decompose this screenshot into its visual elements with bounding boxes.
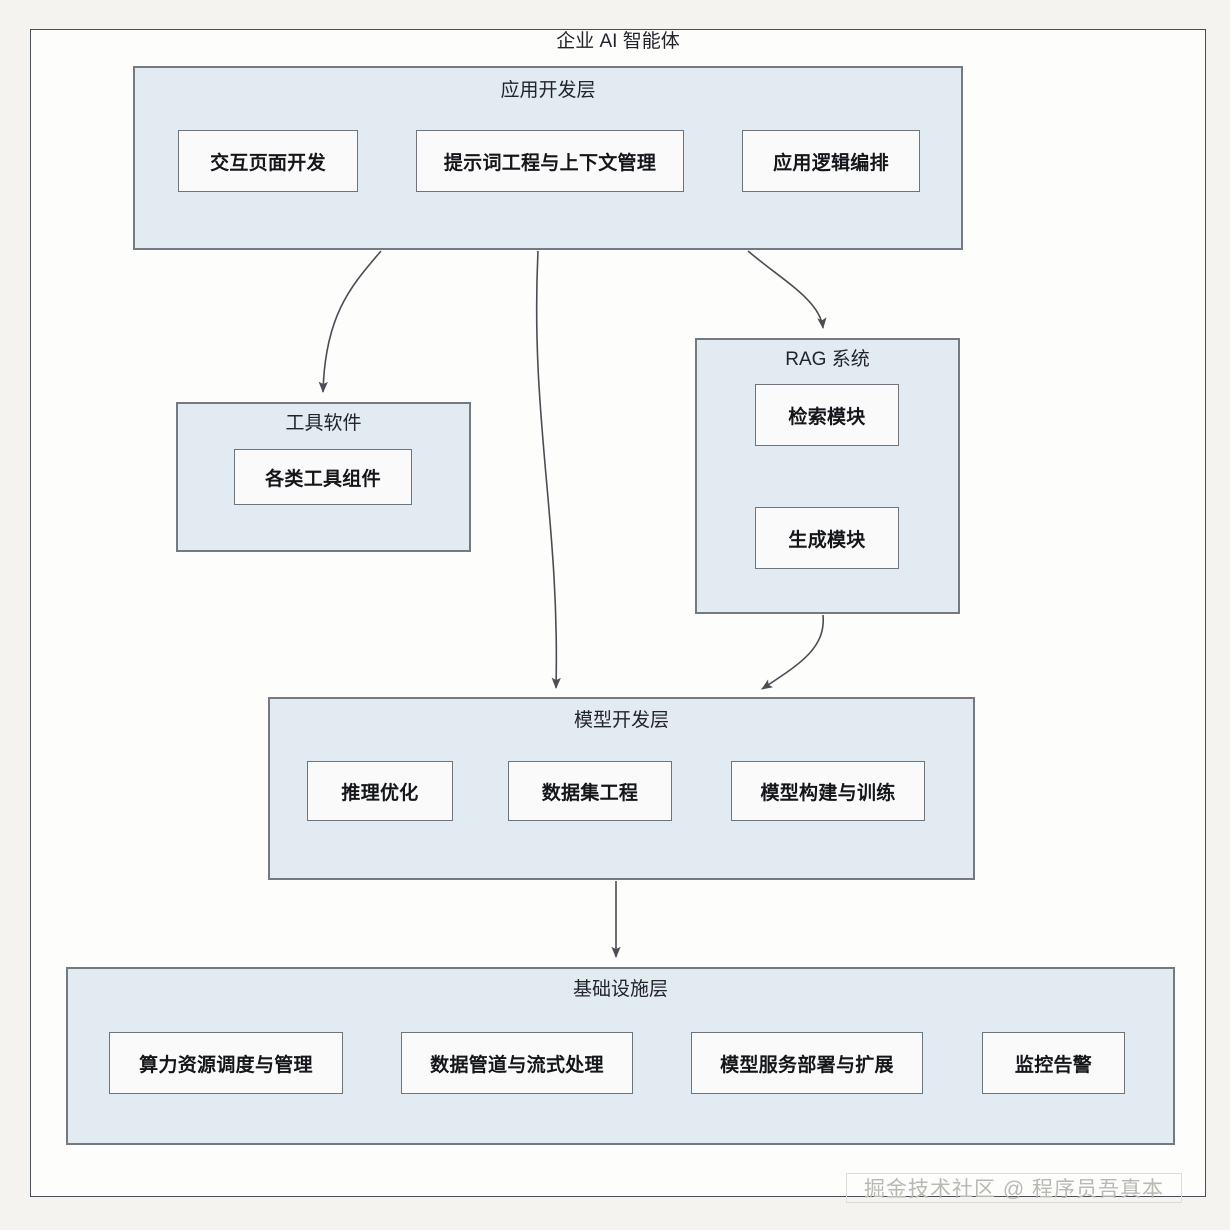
node-prompt-context-mgmt[interactable]: 提示词工程与上下文管理 — [416, 130, 684, 192]
group-app-layer-title: 应用开发层 — [500, 80, 596, 101]
group-rag-system-title: RAG 系统 — [785, 349, 870, 370]
group-rag-system[interactable]: RAG 系统 — [695, 338, 960, 614]
node-generation-module[interactable]: 生成模块 — [755, 507, 899, 569]
node-tool-components[interactable]: 各类工具组件 — [234, 449, 412, 505]
group-tool-software-title: 工具软件 — [285, 413, 362, 434]
node-dataset-engineering[interactable]: 数据集工程 — [508, 761, 672, 821]
node-interactive-page-dev[interactable]: 交互页面开发 — [178, 130, 358, 192]
node-monitoring-alerting[interactable]: 监控告警 — [982, 1032, 1125, 1094]
node-data-pipeline-streaming[interactable]: 数据管道与流式处理 — [401, 1032, 633, 1094]
node-inference-optimization[interactable]: 推理优化 — [307, 761, 453, 821]
watermark: 掘金技术社区 @ 程序员吾真本 — [846, 1173, 1182, 1203]
node-model-build-training[interactable]: 模型构建与训练 — [731, 761, 925, 821]
page-title: 企业 AI 智能体 — [556, 31, 680, 52]
group-model-layer-title: 模型开发层 — [573, 710, 669, 731]
node-app-logic-orchestration[interactable]: 应用逻辑编排 — [742, 130, 920, 192]
group-infra-layer-title: 基础设施层 — [572, 979, 668, 1000]
node-retrieval-module[interactable]: 检索模块 — [755, 384, 899, 446]
node-model-serving-scaling[interactable]: 模型服务部署与扩展 — [691, 1032, 923, 1094]
node-compute-scheduling[interactable]: 算力资源调度与管理 — [109, 1032, 343, 1094]
